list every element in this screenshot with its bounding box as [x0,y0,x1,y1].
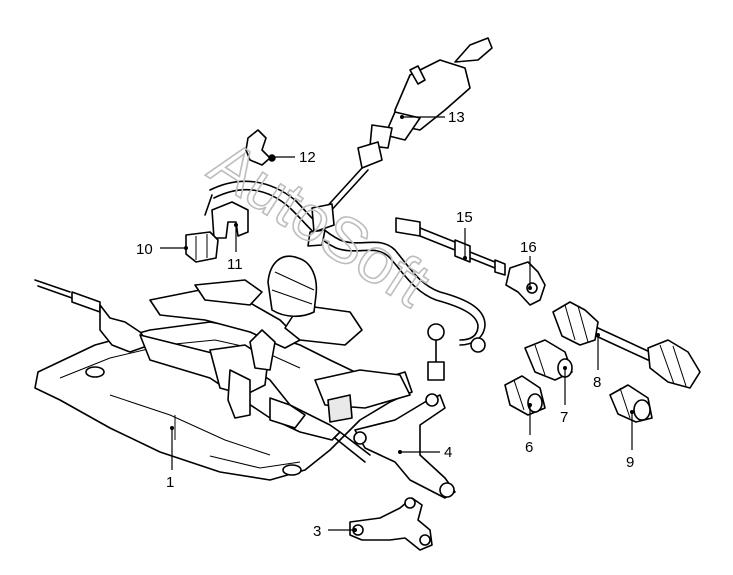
bracket-part-11 [211,201,249,239]
boot-part-7 [524,339,573,381]
control-arm [353,393,456,499]
callout-7: 7 [560,409,568,426]
callout-10: 10 [136,241,153,258]
callout-8: 8 [593,374,601,391]
leader-lines [160,115,634,532]
steering-rack [34,279,371,463]
stabilizer-bar [204,180,486,381]
cv-shaft-part-8 [552,301,701,389]
callout-15: 15 [456,209,473,226]
callout-6: 6 [525,439,533,456]
callout-12: 12 [299,149,316,166]
lower-bracket [349,497,433,551]
callout-11: 11 [227,256,243,273]
callout-3: 3 [313,523,321,540]
callout-1: 1 [166,474,174,491]
callout-4: 4 [444,444,452,461]
callouts: 1 3 4 6 7 8 9 10 11 12 13 15 16 [136,109,634,540]
boot-part-9 [609,384,653,423]
clamp-part-16 [505,261,546,306]
callout-13: 13 [448,109,465,126]
boot-part-6 [504,375,546,416]
callout-9: 9 [626,454,634,471]
bushing-part-10 [185,231,219,263]
callout-16: 16 [520,239,537,256]
steering-column [267,37,493,318]
clip-part-12 [245,129,276,166]
